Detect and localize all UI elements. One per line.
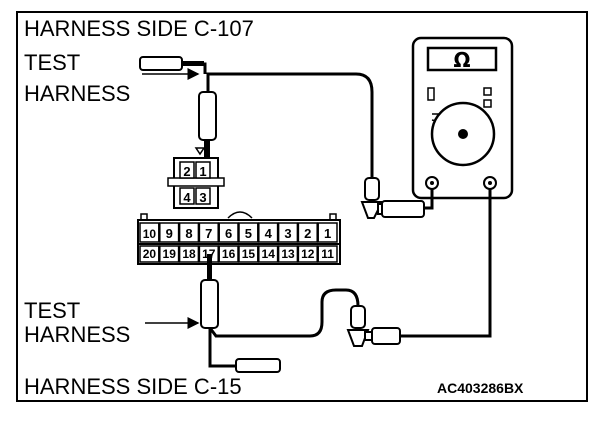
pin-label: 20 bbox=[143, 247, 157, 261]
pin-label: 18 bbox=[182, 247, 196, 261]
top-title: HARNESS SIDE C-107 bbox=[24, 16, 254, 41]
connector-bottom-row: 20191817161514131211 bbox=[139, 245, 338, 263]
connector-cavity bbox=[277, 222, 299, 243]
pin-label: 7 bbox=[205, 226, 212, 241]
probe-icon-meter-right bbox=[346, 305, 401, 347]
pin-label: 3 bbox=[284, 226, 291, 241]
probe-icon-meter-left bbox=[360, 177, 425, 219]
connector-cavity bbox=[297, 245, 318, 263]
connector-cavity bbox=[218, 245, 239, 263]
pin-label: 10 bbox=[143, 227, 157, 241]
pin-label: 19 bbox=[163, 247, 177, 261]
figure-code: AC403286BX bbox=[437, 380, 524, 396]
pin-label: 13 bbox=[281, 247, 295, 261]
pin-label: 12 bbox=[301, 247, 315, 261]
pin-label: 4 bbox=[265, 226, 273, 241]
connector-cavity bbox=[258, 245, 279, 263]
test-harness-top-line2: HARNESS bbox=[24, 81, 131, 106]
pin-label: 11 bbox=[321, 247, 334, 261]
connector-cavity bbox=[317, 245, 338, 263]
pin-label: 16 bbox=[222, 247, 236, 261]
test-harness-bottom-line1: TEST bbox=[24, 298, 81, 323]
pin-label: 1 bbox=[199, 164, 206, 179]
connector-cavity bbox=[238, 222, 259, 243]
connector-cavity bbox=[198, 222, 219, 243]
probe-icon-bottom-lead bbox=[235, 358, 281, 373]
connector-cavity bbox=[258, 222, 279, 243]
test-harness-top-line1: TEST bbox=[24, 50, 81, 75]
connector-cavity bbox=[297, 222, 318, 243]
connector-cavity bbox=[178, 245, 200, 263]
pin-label: 9 bbox=[166, 226, 173, 241]
probe-icon-top-vertical bbox=[198, 91, 217, 158]
pin-label: 4 bbox=[183, 190, 191, 205]
pin-label: 1 bbox=[324, 226, 331, 241]
connector-cavity bbox=[139, 245, 160, 263]
connector-cavity bbox=[178, 222, 200, 243]
connector-cavity bbox=[159, 222, 180, 243]
pin-label: 2 bbox=[304, 226, 311, 241]
ohmmeter-icon: Ω bbox=[411, 36, 514, 200]
connector-cavity bbox=[277, 245, 299, 263]
pin-label: 14 bbox=[262, 247, 276, 261]
connector-cavity bbox=[317, 222, 338, 243]
connector-cavity bbox=[159, 245, 180, 263]
test-harness-bottom-line2: HARNESS bbox=[24, 322, 131, 347]
bottom-title: HARNESS SIDE C-15 bbox=[24, 374, 242, 399]
probe-icon-bottom-vertical bbox=[200, 254, 219, 329]
pin-label: 8 bbox=[185, 226, 192, 241]
probe-icon-top-lead bbox=[139, 56, 204, 71]
pin-label: 5 bbox=[245, 226, 252, 241]
connector-cavity bbox=[139, 222, 160, 243]
connector-cavity bbox=[238, 245, 259, 263]
pin-label: 2 bbox=[183, 164, 190, 179]
pin-label: 6 bbox=[225, 226, 232, 241]
connector-cavity bbox=[218, 222, 239, 243]
small-connector: 2 1 4 3 bbox=[167, 147, 225, 209]
ohm-symbol: Ω bbox=[453, 48, 470, 72]
pin-label: 3 bbox=[199, 190, 206, 205]
pin-label: 15 bbox=[242, 247, 256, 261]
